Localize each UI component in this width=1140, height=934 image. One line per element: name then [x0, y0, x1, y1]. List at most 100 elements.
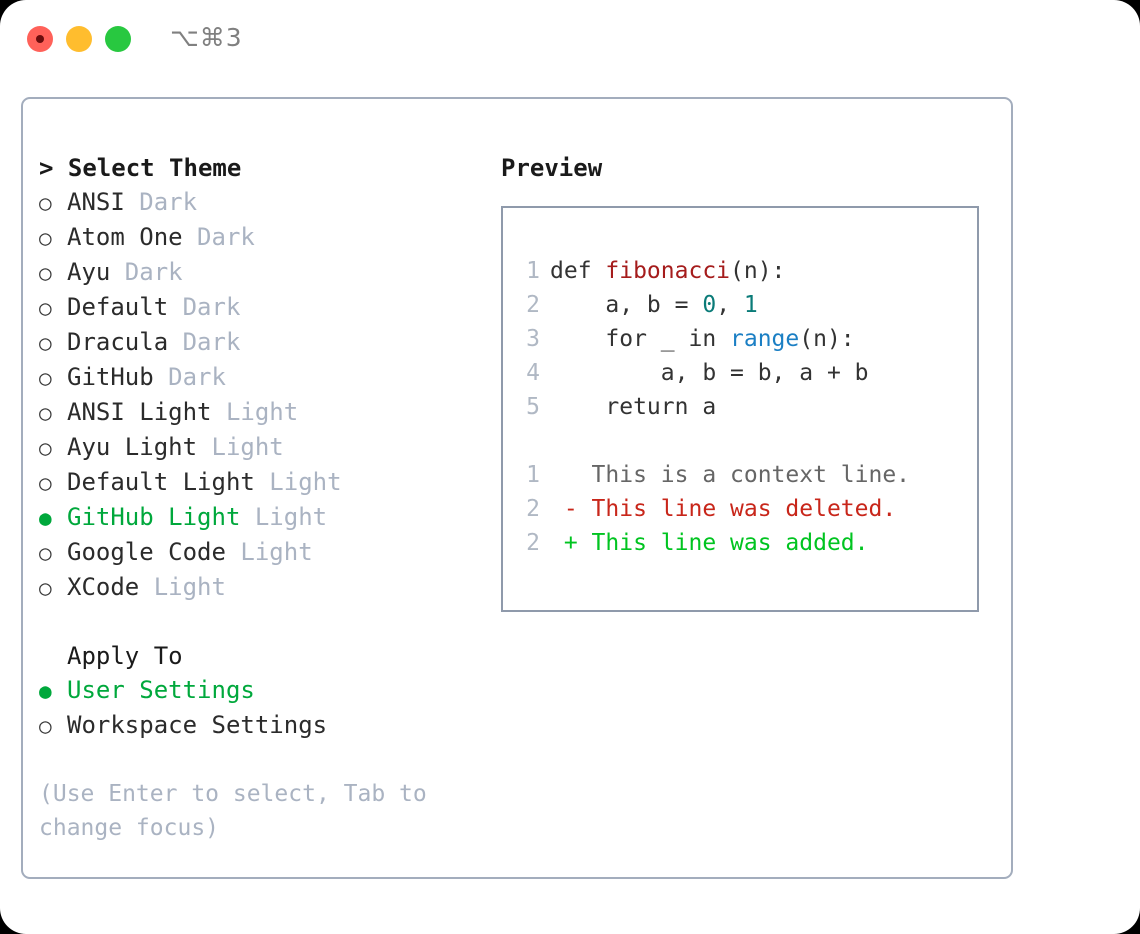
theme-option-tag: Light	[254, 468, 342, 496]
code-line-number: 3	[526, 326, 540, 352]
apply-to-heading: Apply To	[67, 642, 183, 670]
code-token-plain: (n):	[799, 326, 855, 352]
code-token-fn: fibonacci	[605, 258, 731, 284]
code-line-number: 5	[526, 394, 540, 420]
theme-option-ansi[interactable]: ○ ANSI Dark	[39, 185, 489, 220]
radio-marker: ○	[39, 331, 52, 355]
code-token-builtin: range	[730, 326, 800, 352]
code-line-number: 4	[526, 360, 540, 386]
code-token-plain: (n):	[730, 258, 786, 284]
code-token-plain: a, b =	[550, 292, 703, 318]
code-line: 4 a, b = b, a + b	[518, 356, 910, 390]
theme-option-tag: Dark	[153, 363, 226, 391]
radio-marker: ○	[39, 401, 52, 425]
diff-spacer	[518, 424, 910, 458]
theme-option-default-light[interactable]: ○ Default Light Light	[39, 465, 489, 500]
theme-option-tag: Dark	[168, 328, 241, 356]
theme-option-label: Ayu	[67, 258, 111, 286]
radio-marker: ○	[39, 191, 52, 215]
radio-marker: ○	[39, 296, 52, 320]
traffic-light-controls	[27, 26, 131, 52]
radio-marker: ●	[39, 506, 52, 530]
caret-prefix: >	[39, 154, 54, 182]
section-spacer	[39, 605, 489, 639]
theme-option-label: Atom One	[67, 223, 183, 251]
code-line: 2 a, b = 0, 1	[518, 288, 910, 322]
diff-line-number: 2	[526, 496, 540, 522]
diff-line-add: 2 + This line was added.	[518, 526, 910, 560]
radio-marker: ○	[39, 714, 52, 738]
close-button[interactable]	[27, 26, 53, 52]
theme-option-tag: Light	[197, 433, 284, 461]
theme-option-label: Ayu Light	[67, 433, 198, 461]
select-theme-heading: > Select Theme	[39, 151, 489, 185]
theme-option-tag: Light	[139, 573, 226, 601]
minimize-button[interactable]	[66, 26, 92, 52]
apply-option-user-settings[interactable]: ●User Settings	[39, 673, 489, 708]
apply-option-workspace-settings[interactable]: ○ Workspace Settings	[39, 708, 489, 743]
theme-option-label: Google Code	[67, 538, 226, 566]
radio-marker: ○	[39, 541, 52, 565]
theme-option-xcode[interactable]: ○ XCode Light	[39, 570, 489, 605]
theme-option-default[interactable]: ○ Default Dark	[39, 290, 489, 325]
theme-option-tag: Dark	[182, 223, 255, 251]
theme-option-tag: Dark	[124, 188, 198, 216]
code-token-plain: ,	[716, 292, 744, 318]
code-line-number: 1	[526, 258, 540, 284]
radio-marker: ○	[39, 471, 52, 495]
theme-option-tag: Dark	[168, 293, 241, 321]
hint-spacer	[39, 743, 489, 777]
theme-option-google-code[interactable]: ○ Google Code Light	[39, 535, 489, 570]
theme-option-label: Dracula	[67, 328, 169, 356]
theme-option-label: Default Light	[67, 468, 255, 496]
theme-option-label: GitHub	[67, 363, 154, 391]
code-token-plain: return a	[550, 394, 717, 420]
theme-option-ayu[interactable]: ○ Ayu Dark	[39, 255, 489, 290]
diff-line-number: 2	[526, 530, 540, 556]
maximize-button[interactable]	[105, 26, 131, 52]
keyboard-hint-text: (Use Enter to select, Tab to change focu…	[39, 781, 427, 841]
theme-option-label: XCode	[67, 573, 140, 601]
radio-marker: ○	[39, 226, 52, 250]
theme-list: ○ ANSI Dark ○ Atom One Dark ○ Ayu Dark ○ Def…	[39, 185, 489, 605]
theme-option-tag: Light	[240, 503, 328, 531]
theme-option-label: ANSI	[67, 188, 125, 216]
theme-option-dracula[interactable]: ○ Dracula Dark	[39, 325, 489, 360]
main-panel: > Select Theme ○ ANSI Dark ○ Atom One Dark…	[21, 97, 1013, 879]
radio-marker: ○	[39, 436, 52, 460]
code-line: 1 def fibonacci(n):	[518, 254, 910, 288]
apply-to-list: ●User Settings ○ Workspace Settings	[39, 673, 489, 743]
diff-line-text: This is a context line.	[550, 462, 911, 488]
theme-option-tag: Light	[225, 538, 313, 566]
diff-line-number: 1	[526, 462, 540, 488]
theme-option-atom-one[interactable]: ○ Atom One Dark	[39, 220, 489, 255]
radio-marker: ○	[39, 261, 52, 285]
radio-marker: ○	[39, 576, 52, 600]
theme-option-github-light[interactable]: ● GitHub Light Light	[39, 500, 489, 535]
select-theme-label: Select Theme	[67, 154, 242, 182]
preview-heading: Preview	[501, 154, 603, 182]
window-title: ⌥⌘3	[170, 23, 243, 52]
theme-option-label: Default	[67, 293, 169, 321]
radio-marker: ●	[39, 679, 52, 703]
theme-option-ansi-light[interactable]: ○ANSI Light Light	[39, 395, 489, 430]
theme-option-ayu-light[interactable]: ○ Ayu Light Light	[39, 430, 489, 465]
diff-line-text: - This line was deleted.	[550, 496, 897, 522]
theme-option-tag: Light	[211, 398, 299, 426]
theme-option-label: GitHub Light	[67, 503, 241, 531]
code-line: 3 for _ in range(n):	[518, 322, 910, 356]
code-line: 5 return a	[518, 390, 910, 424]
theme-option-github-dark[interactable]: ○GitHub Dark	[39, 360, 489, 395]
code-token-plain: def	[550, 258, 606, 284]
diff-line-del: 2 - This line was deleted.	[518, 492, 910, 526]
theme-option-tag: Dark	[110, 258, 183, 286]
code-token-plain: a, b = b, a + b	[550, 360, 869, 386]
code-token-plain: for _ in	[550, 326, 731, 352]
theme-selection-column: > Select Theme ○ ANSI Dark ○ Atom One Dark…	[39, 151, 489, 845]
apply-option-label: Workspace Settings	[67, 711, 328, 739]
diff-line-text: + This line was added.	[550, 530, 869, 556]
